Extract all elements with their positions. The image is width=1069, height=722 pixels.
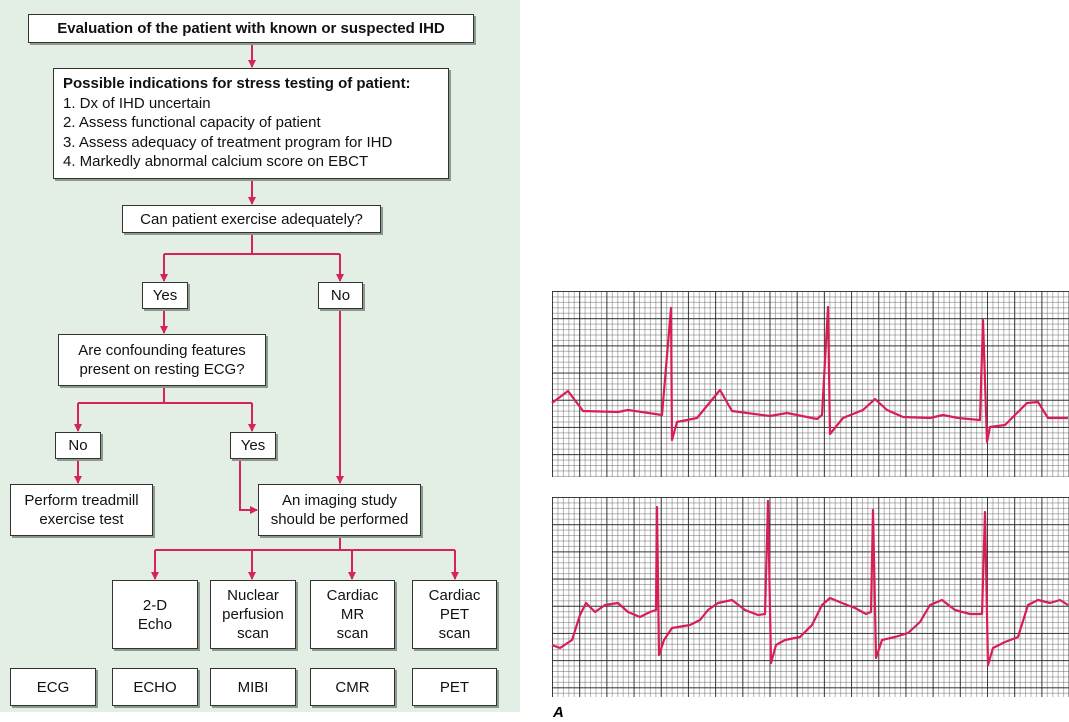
- panel-label: A: [553, 704, 564, 721]
- abbr-ecg: ECG: [10, 668, 96, 706]
- indications-box: Possible indications for stress testing …: [53, 68, 449, 179]
- option-pet: Cardiac PET scan: [412, 580, 497, 649]
- ecg-strip-bottom: [552, 497, 1069, 697]
- indications-heading: Possible indications for stress testing …: [63, 75, 411, 92]
- indication-item: 4. Markedly abnormal calcium score on EB…: [63, 153, 369, 170]
- indication-item: 1. Dx of IHD uncertain: [63, 94, 211, 112]
- option-echo: 2-D Echo: [112, 580, 198, 649]
- option-cmr: Cardiac MR scan: [310, 580, 395, 649]
- exercise-question-box: Can patient exercise adequately?: [122, 205, 381, 233]
- treadmill-box: Perform treadmill exercise test: [10, 484, 153, 536]
- abbr-pet: PET: [412, 668, 497, 706]
- abbr-echo: ECHO: [112, 668, 198, 706]
- no-box-confounding: No: [55, 432, 101, 459]
- option-nuclear: Nuclear perfusion scan: [210, 580, 296, 649]
- flowchart-connectors: [74, 43, 459, 580]
- yes-box-confounding: Yes: [230, 432, 276, 459]
- no-box-exercise: No: [318, 282, 363, 309]
- indication-item: 3. Assess adequacy of treatment program …: [63, 133, 393, 151]
- ecg-strip-top: [552, 291, 1069, 477]
- title-box: Evaluation of the patient with known or …: [28, 14, 474, 43]
- yes-box-exercise: Yes: [142, 282, 188, 309]
- imaging-box: An imaging study should be performed: [258, 484, 421, 536]
- indication-item: 2. Assess functional capacity of patient: [63, 114, 321, 131]
- abbr-cmr: CMR: [310, 668, 395, 706]
- confounding-question-box: Are confounding features present on rest…: [58, 334, 266, 386]
- abbr-mibi: MIBI: [210, 668, 296, 706]
